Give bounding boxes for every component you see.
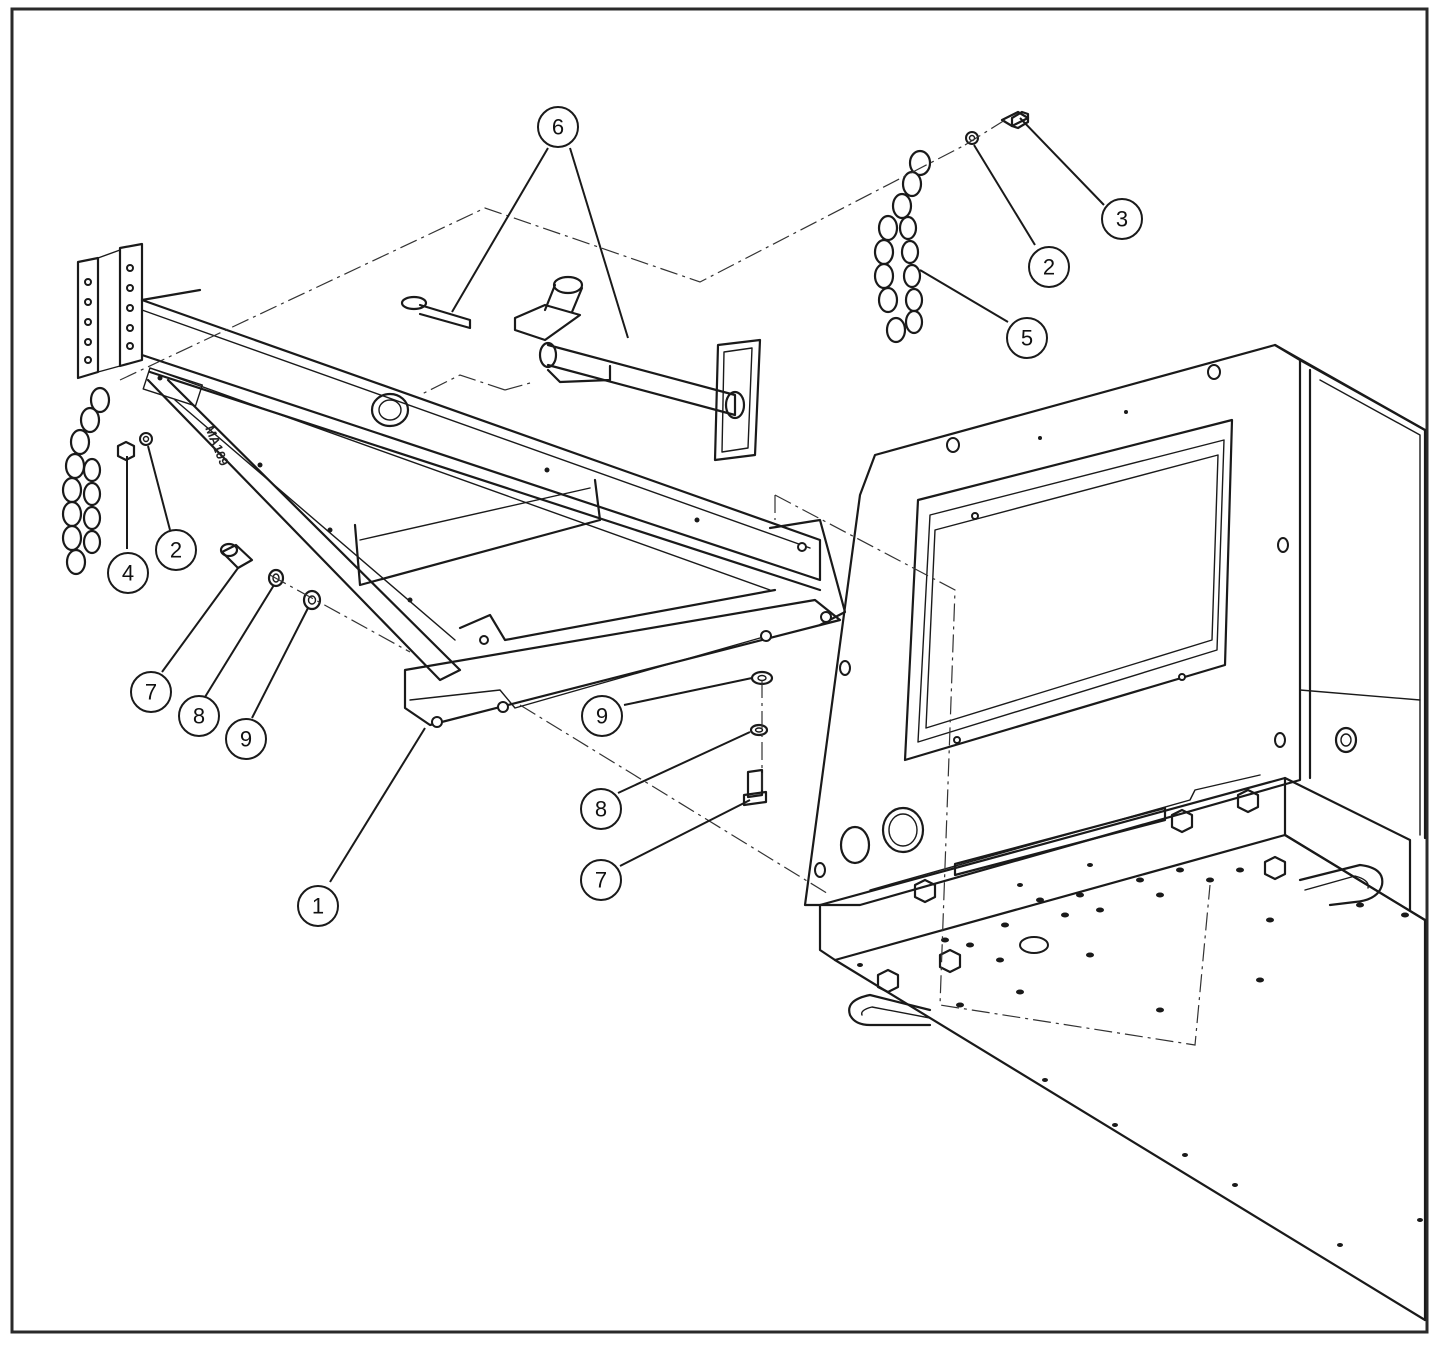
hardware-right-middle — [742, 670, 774, 807]
assembly-centerlines — [119, 119, 1211, 1046]
callout-2-top: 2 — [1028, 246, 1070, 288]
callout-label: 1 — [312, 894, 324, 919]
callout-label: 9 — [596, 704, 608, 729]
tongue-frame: MA109 — [76, 242, 847, 728]
bolt-and-washer-top — [965, 110, 1030, 145]
callout-label: 4 — [122, 561, 134, 586]
figure-border — [10, 7, 1429, 1334]
nut-and-washer-left — [116, 432, 153, 462]
callout-label: 8 — [193, 704, 205, 729]
callout-label: 7 — [145, 680, 157, 705]
safety-chain-left — [61, 386, 111, 576]
callout-3: 3 — [1101, 198, 1143, 240]
callout-9-right: 9 — [581, 695, 623, 737]
callout-label: 9 — [240, 727, 252, 752]
deck-holes — [857, 863, 1423, 1247]
hardware-left-middle — [219, 542, 322, 611]
callout-label: 7 — [595, 868, 607, 893]
tongue-jack — [400, 275, 762, 462]
callout-label: 3 — [1116, 207, 1128, 232]
callout-1: 1 — [297, 885, 339, 927]
callout-label: 6 — [552, 115, 564, 140]
callout-7-left: 7 — [130, 671, 172, 713]
callout-label: 5 — [1021, 326, 1033, 351]
callout-8-left: 8 — [178, 695, 220, 737]
callout-label: 8 — [595, 797, 607, 822]
callout-label: 2 — [170, 538, 182, 563]
callout-2-left: 2 — [155, 529, 197, 571]
callout-leaders — [126, 117, 1105, 883]
callout-5: 5 — [1006, 317, 1048, 359]
safety-chain-right — [873, 149, 932, 344]
callout-6: 6 — [537, 106, 579, 148]
callout-8-right: 8 — [580, 788, 622, 830]
trailer-body — [803, 343, 1427, 1322]
callout-label: 2 — [1043, 255, 1055, 280]
callout-7-right: 7 — [580, 859, 622, 901]
callout-4: 4 — [107, 552, 149, 594]
callout-9-left: 9 — [225, 718, 267, 760]
